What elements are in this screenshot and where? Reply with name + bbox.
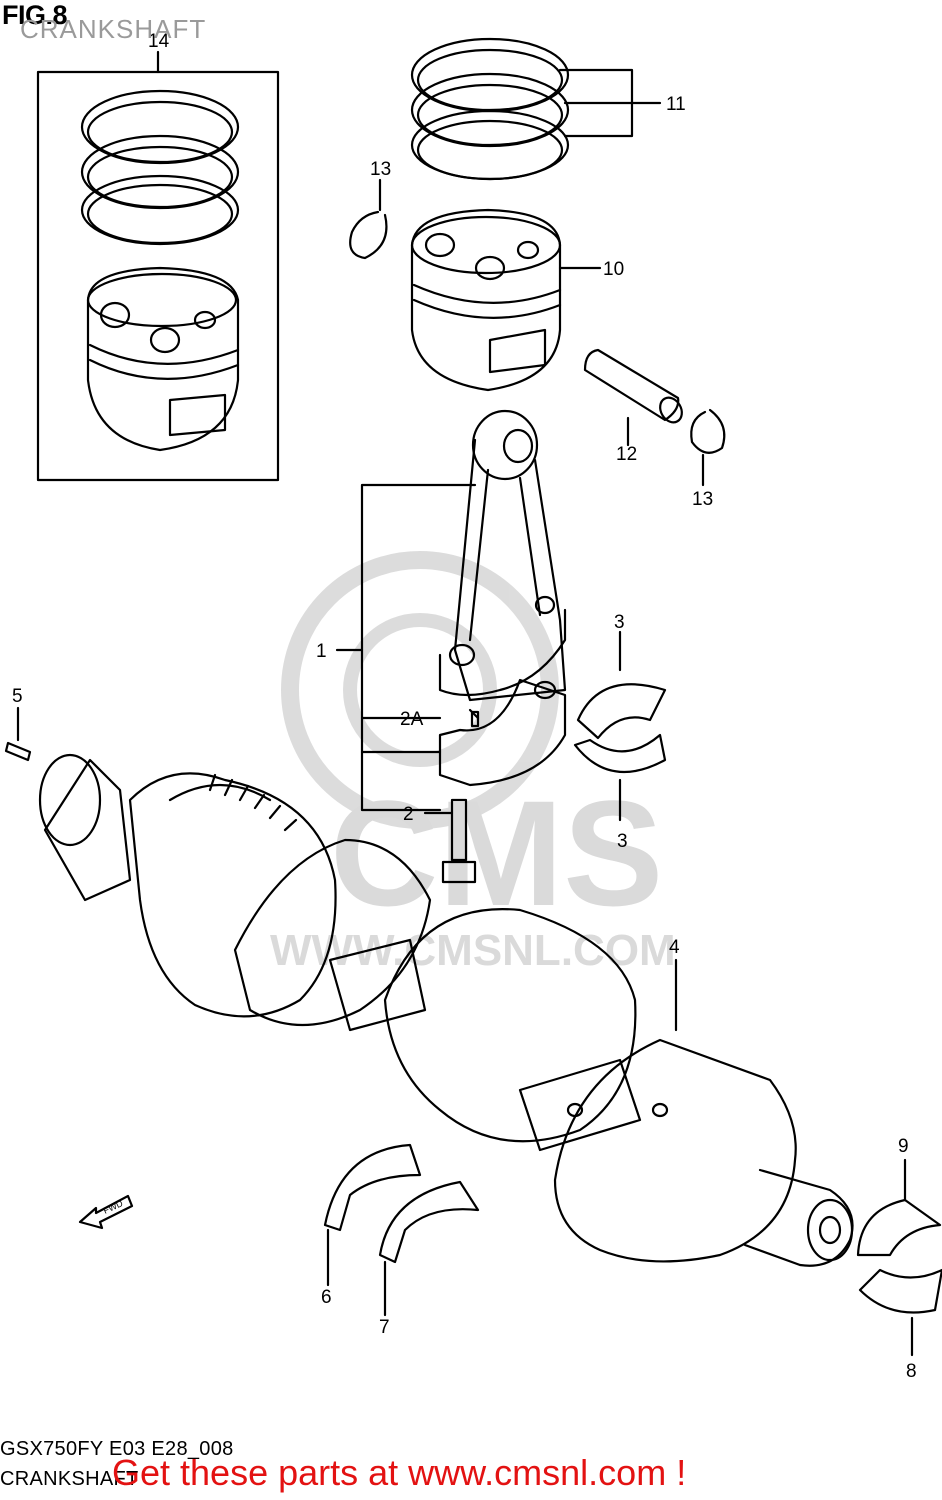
piston-rings-14 [80, 89, 240, 246]
model-code: GSX750FY E03 E28_008 [0, 1438, 234, 1460]
callout-2a: 2A [400, 709, 424, 730]
callout-6: 6 [321, 1287, 332, 1308]
rod-bolt-2 [441, 798, 477, 884]
callout-12: 12 [616, 444, 637, 465]
callout-13-upper: 13 [370, 159, 391, 180]
watermark-brand: CMS [330, 769, 663, 937]
thrust-bearing-6 [323, 1143, 422, 1232]
main-bearing-8 [858, 1268, 942, 1314]
callout-13-lower: 13 [692, 489, 713, 510]
fwd-arrow-icon [78, 1194, 134, 1230]
circlip-13-upper [349, 210, 388, 260]
callout-1: 1 [316, 641, 327, 662]
circlip-13-lower [690, 408, 726, 454]
main-bearing-9 [856, 1198, 942, 1257]
conrod-bearing-3 [573, 683, 667, 774]
figure-label: FIG.8 [2, 0, 68, 30]
callout-10: 10 [603, 259, 624, 280]
figure-subtitle: CRANKSHAFT [20, 14, 207, 44]
thrust-bearing-7 [378, 1180, 480, 1264]
callout-5: 5 [12, 686, 23, 707]
callout-9: 9 [898, 1136, 909, 1157]
rod-cap [438, 678, 567, 787]
connecting-rod-1 [438, 409, 567, 702]
crankshaft-4 [38, 753, 854, 1267]
callout-7: 7 [379, 1317, 390, 1338]
callout-2: 2 [403, 804, 414, 825]
callout-8: 8 [906, 1361, 917, 1382]
piston-10 [410, 208, 562, 392]
dowel-pin-5 [4, 741, 32, 762]
callout-11: 11 [666, 94, 686, 115]
promo-link[interactable]: Get these parts at www.cmsnl.com ! [112, 1452, 687, 1493]
piston-14 [86, 266, 240, 452]
footer-name: CRANKSHAFT [0, 1468, 139, 1490]
callout-4: 4 [669, 937, 680, 958]
callout-3-upper: 3 [614, 612, 625, 633]
piston-assembly-box [36, 70, 280, 482]
piston-pin-12 [583, 348, 683, 424]
watermark-url: WWW.CMSNL.COM [270, 926, 676, 975]
callout-3-lower: 3 [617, 831, 628, 852]
piston-rings-11 [410, 37, 570, 181]
callout-14: 14 [148, 31, 170, 52]
callouts: 14 11 13 10 12 13 3 1 5 2A 2 3 4 9 6 7 8 [12, 31, 917, 1382]
